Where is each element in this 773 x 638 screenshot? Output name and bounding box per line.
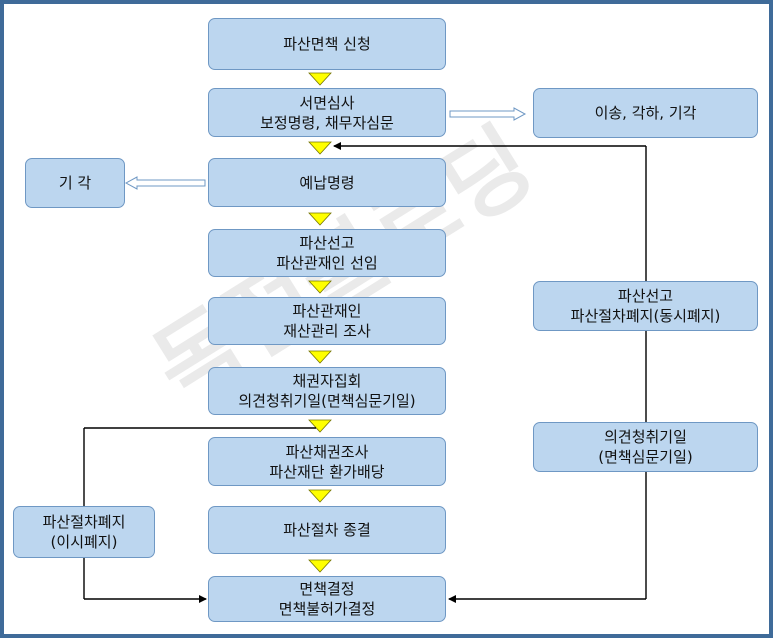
block-arrow-left	[124, 176, 206, 190]
flow-arrow-3	[308, 212, 332, 226]
box-dismissal: 기 각	[25, 158, 125, 208]
box-label-line1: 파산관재인	[292, 302, 362, 320]
flow-arrow-6	[308, 419, 332, 433]
box-document-review: 서면심사 보정명령, 채무자심문	[208, 88, 446, 137]
flow-arrow-1	[308, 72, 332, 86]
box-label-line1: 파산절차폐지	[42, 513, 126, 531]
box-label-line2: 파산절차폐지(동시폐지)	[570, 307, 721, 325]
flow-arrow-5	[308, 350, 332, 364]
box-claims-investigation: 파산채권조사 파산재단 환가배당	[208, 437, 446, 486]
box-label-line1: 면책결정	[299, 580, 355, 598]
box-label: 예납명령	[299, 173, 355, 192]
box-label-line1: 파산채권조사	[285, 442, 369, 461]
box-simultaneous-abolition: 파산선고 파산절차폐지(동시폐지)	[533, 281, 758, 331]
box-bankruptcy-application: 파산면책 신청	[208, 18, 446, 70]
box-opinion-hearing: 의견청취기일 (면책심문기일)	[533, 422, 758, 472]
box-label-line2: (이시폐지)	[50, 533, 118, 551]
box-label-line2: 재산관리 조사	[283, 322, 371, 340]
box-discharge-decision: 면책결정 면책불허가결정	[208, 576, 446, 622]
box-label: 파산면책 신청	[283, 35, 371, 53]
box-prepayment-order: 예납명령	[208, 158, 446, 207]
box-label: 파산절차 종결	[283, 521, 371, 539]
flow-arrow-8	[308, 559, 332, 573]
box-label-line2: 보정명령, 채무자심문	[260, 113, 394, 132]
flow-arrow-4	[308, 280, 332, 294]
box-label-line1: 의견청취기일	[604, 428, 687, 446]
box-label-line1: 파산선고	[617, 287, 674, 305]
box-label-line2: (면책심문기일)	[598, 448, 693, 466]
box-label: 기 각	[58, 174, 92, 192]
box-label-line1: 서면심사	[299, 93, 355, 112]
box-label: 이송, 각하, 기각	[594, 104, 697, 122]
box-trustee-investigation: 파산관재인 재산관리 조사	[208, 297, 446, 345]
box-label-line1: 채권자집회	[292, 372, 362, 390]
box-abolition-later: 파산절차폐지 (이시폐지)	[13, 506, 155, 558]
box-label-line2: 면책불허가결정	[278, 600, 376, 618]
box-label-line1: 파산선고	[299, 234, 355, 252]
box-label-line2: 의견청취기일(면책심문기일)	[238, 392, 416, 410]
flow-arrow-2	[308, 141, 332, 155]
box-creditors-meeting: 채권자집회 의견청취기일(면책심문기일)	[208, 367, 446, 415]
block-arrow-right	[449, 107, 527, 121]
box-bankruptcy-declaration: 파산선고 파산관재인 선임	[208, 229, 446, 277]
box-bankruptcy-termination: 파산절차 종결	[208, 506, 446, 554]
flow-arrow-7	[308, 489, 332, 503]
box-label-line2: 파산재단 환가배당	[269, 462, 385, 481]
box-transfer-dismissal: 이송, 각하, 기각	[533, 88, 758, 138]
box-label-line2: 파산관재인 선임	[276, 254, 378, 272]
